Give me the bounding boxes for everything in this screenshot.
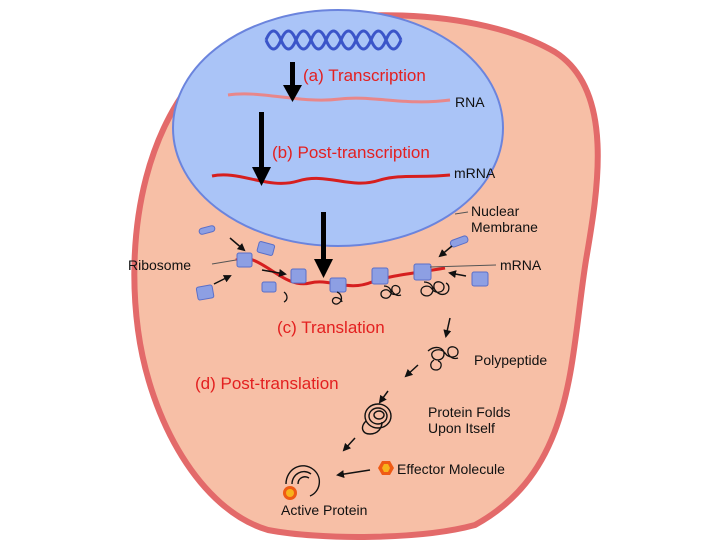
mrna-nucleus-label: mRNA [454, 165, 496, 181]
rna-strand [227, 92, 451, 104]
active-protein-label: Active Protein [281, 502, 368, 518]
polypeptide-coils [283, 281, 450, 305]
mrna-strand-nucleus [211, 173, 451, 185]
active-protein [283, 465, 321, 500]
protein-folds-label: Protein Folds Upon Itself [428, 404, 511, 437]
ribosome-arrows [213, 237, 467, 479]
dna-helix [264, 29, 403, 51]
polypeptide-label: Polypeptide [474, 352, 548, 368]
step-post-transcription-label: (b) Post-transcription [272, 143, 430, 162]
step-translation-label: (c) Translation [277, 318, 385, 337]
mrna-cytoplasm-label: mRNA [500, 257, 542, 273]
ribosomes [195, 225, 489, 301]
nuclear-membrane-label: Nuclear Membrane [471, 203, 538, 236]
nucleus [172, 9, 504, 247]
rna-label: RNA [455, 94, 485, 110]
effector-molecule [378, 461, 394, 475]
process-arrows [252, 62, 333, 278]
ribosome-label: Ribosome [128, 257, 192, 273]
effector-molecule-label: Effector Molecule [397, 461, 505, 477]
leader-lines [211, 211, 497, 268]
step-post-translation-label: (d) Post-translation [195, 374, 339, 393]
folded-protein [361, 403, 392, 435]
step-transcription-label: (a) Transcription [303, 66, 426, 85]
free-polypeptide [427, 346, 459, 371]
